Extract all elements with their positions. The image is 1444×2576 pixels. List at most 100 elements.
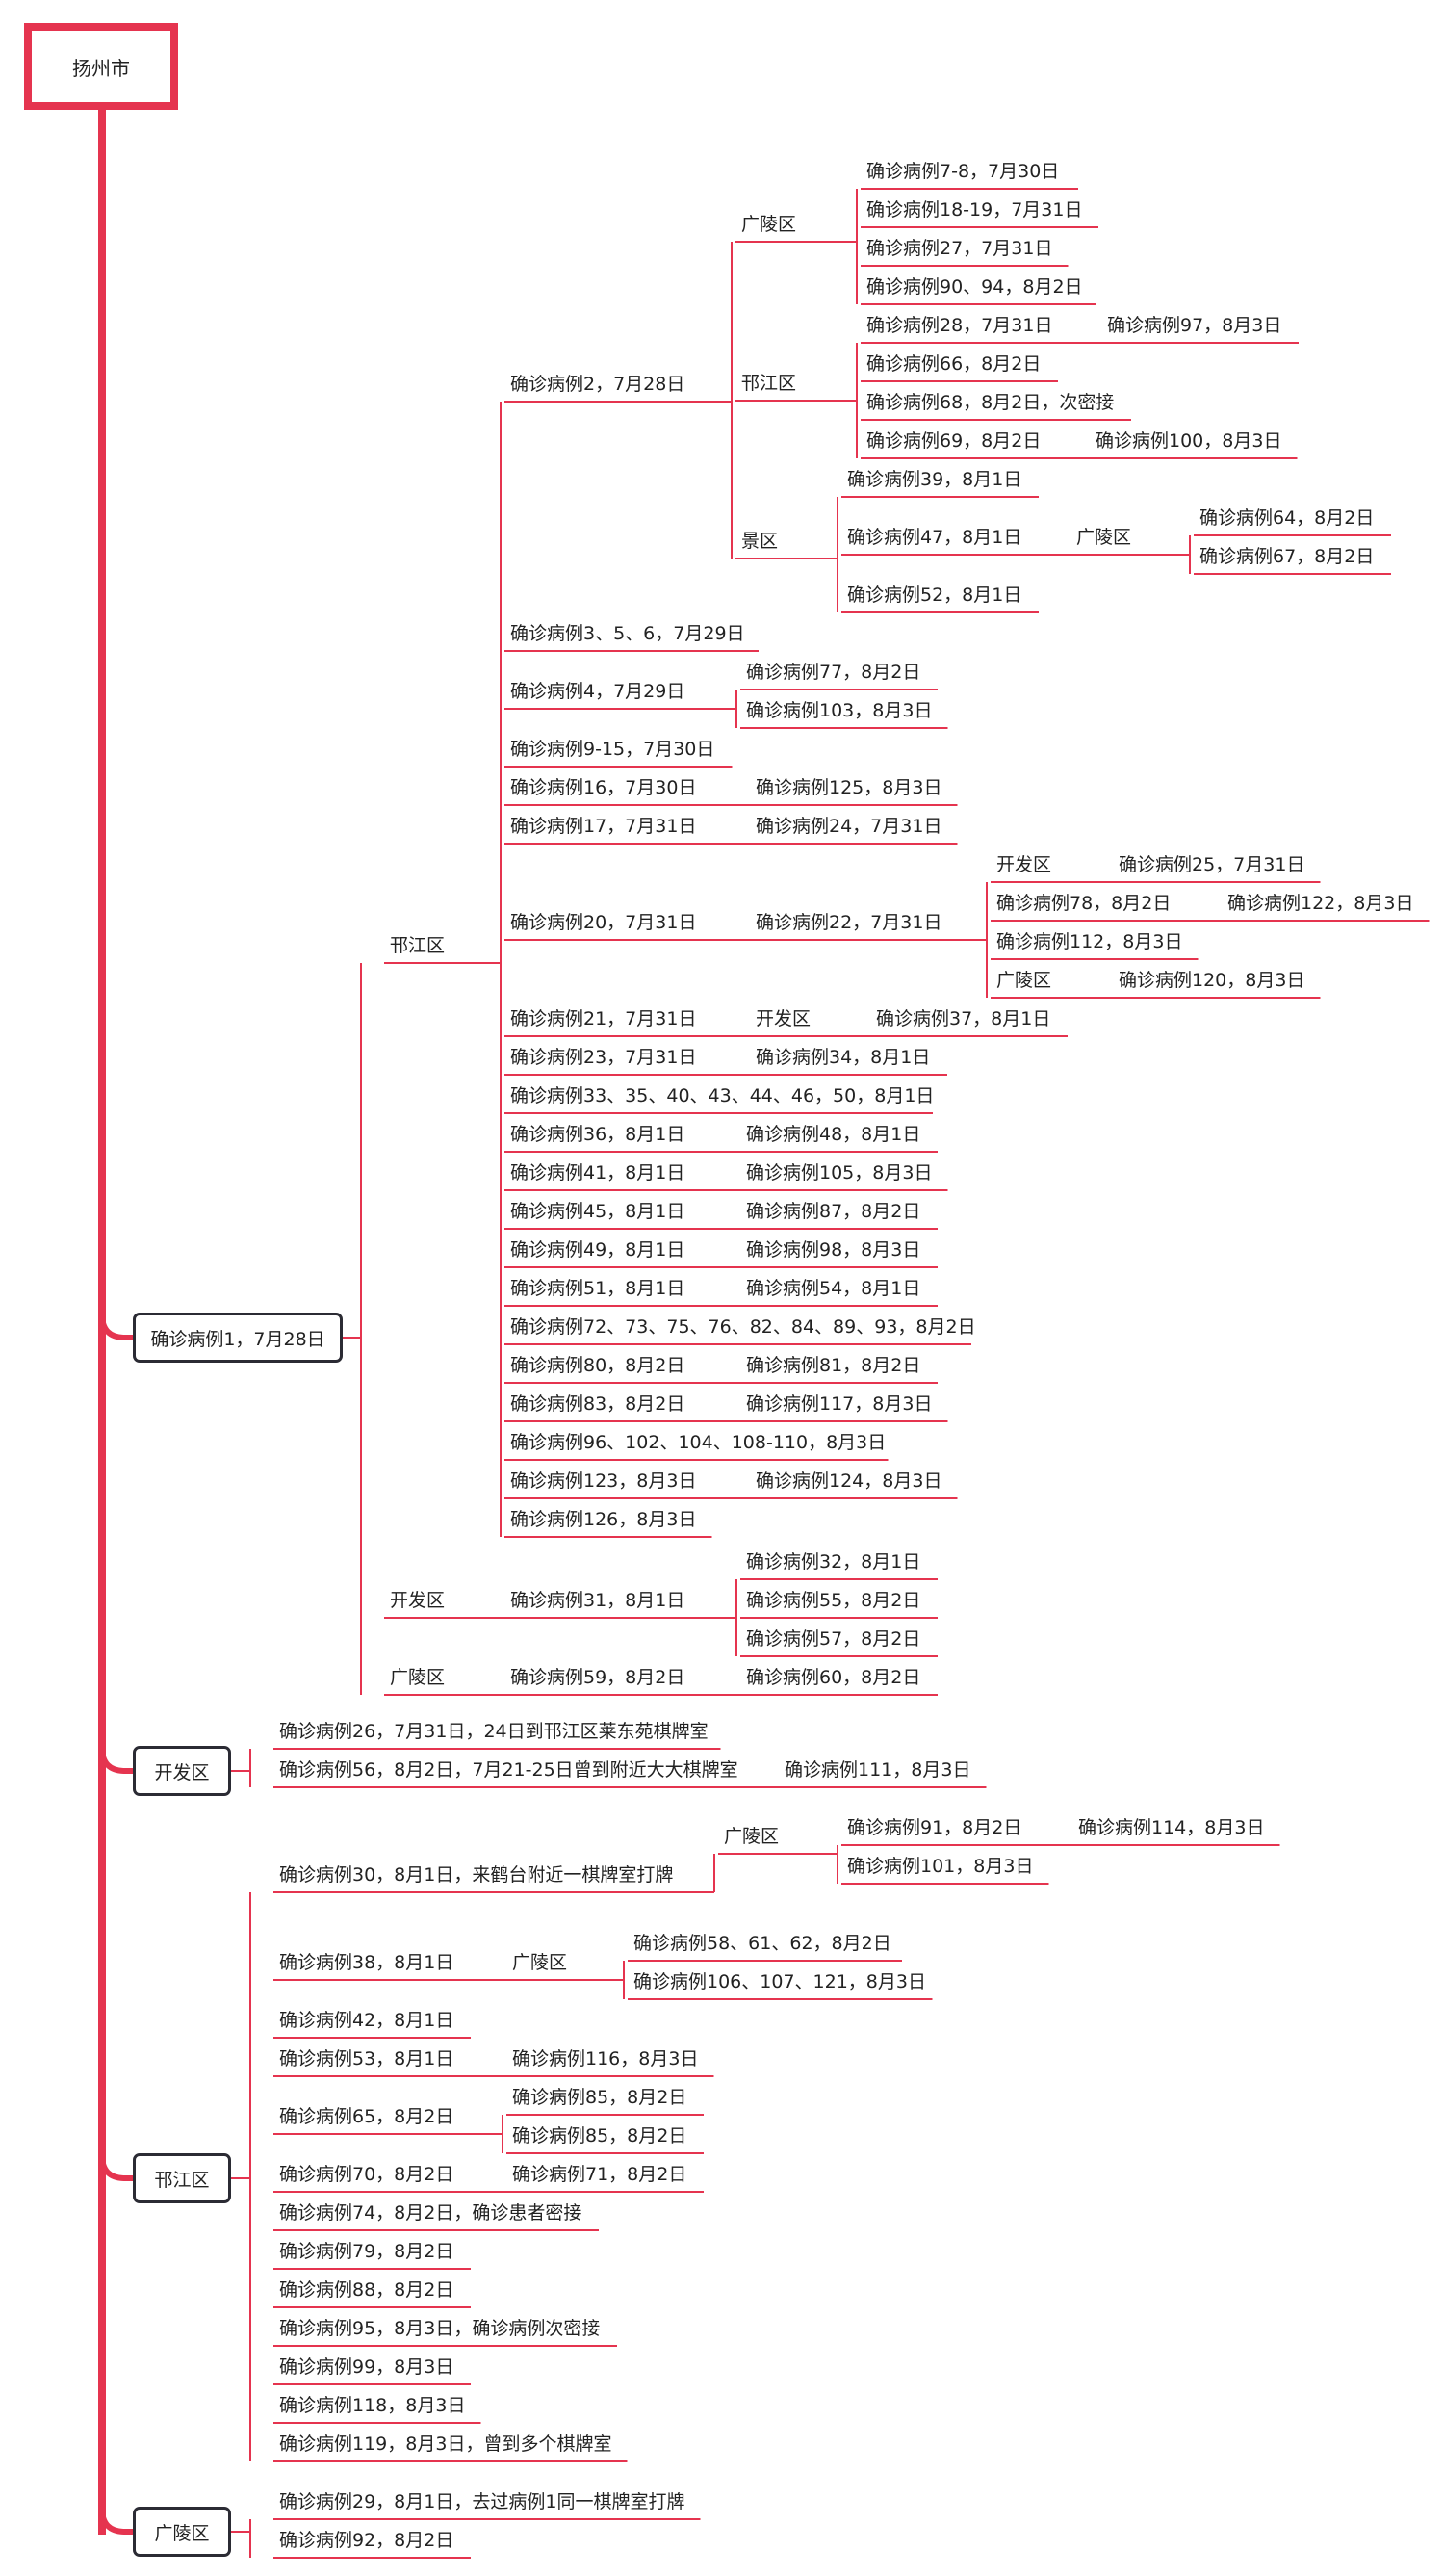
node-label-0-0-0-1-3[interactable]: 确诊病例69，8月2日 [866, 430, 1042, 452]
node-label-2-5-0[interactable]: 确诊病例71，8月2日 [512, 2164, 687, 2185]
node-label-0-0-6-0-2[interactable]: 确诊病例112，8月3日 [996, 931, 1183, 952]
node-label-0-0-6-0-0[interactable]: 开发区 [996, 854, 1052, 875]
node-label-0-0-0-2[interactable]: 景区 [741, 531, 779, 552]
node-label-0-0-0[interactable]: 确诊病例2，7月28日 [510, 374, 685, 395]
node-label-0-0-17-0[interactable]: 确诊病例117，8月3日 [746, 1393, 933, 1415]
node-label-0-0-2-1[interactable]: 确诊病例103，8月3日 [746, 700, 933, 721]
node-label-2-6[interactable]: 确诊病例74，8月2日，确诊患者密接 [279, 2202, 582, 2224]
node-label-0-0-12[interactable]: 确诊病例45，8月1日 [510, 1201, 685, 1222]
node-label-0-0-0-1-2[interactable]: 确诊病例68，8月2日，次密接 [866, 392, 1115, 413]
node-label-0-0-16-0[interactable]: 确诊病例81，8月2日 [746, 1355, 921, 1376]
node-label-2-0-0-1[interactable]: 确诊病例101，8月3日 [847, 1856, 1034, 1877]
node-label-0-0-2-0[interactable]: 确诊病例77，8月2日 [746, 662, 921, 683]
node-label-0-0-6-0-1[interactable]: 确诊病例78，8月2日 [996, 893, 1172, 914]
node-label-0-0-6-0-3[interactable]: 广陵区 [996, 970, 1052, 991]
node-label-0-0-16[interactable]: 确诊病例80，8月2日 [510, 1355, 685, 1376]
node-label-0-0-0-2-2[interactable]: 确诊病例52，8月1日 [847, 585, 1022, 606]
node-label-2-3-0[interactable]: 确诊病例116，8月3日 [512, 2048, 699, 2069]
node-label-0-0-4[interactable]: 确诊病例16，7月30日 [510, 777, 697, 798]
node-label-0-0-0-1[interactable]: 邗江区 [741, 373, 797, 394]
node-label-0-0-7[interactable]: 确诊病例21，7月31日 [510, 1008, 697, 1029]
node-label-0-0-0-2-1-0[interactable]: 广陵区 [1076, 527, 1132, 548]
node-label-0-0-19[interactable]: 确诊病例123，8月3日 [510, 1470, 697, 1492]
node-label-0-1[interactable]: 开发区 [390, 1590, 446, 1611]
node-label-3-0[interactable]: 确诊病例29，8月1日，去过病例1同一棋牌室打牌 [279, 2491, 685, 2512]
node-label-0-0-1[interactable]: 确诊病例3、5、6，7月29日 [510, 623, 745, 644]
node-label-2-8[interactable]: 确诊病例88，8月2日 [279, 2279, 454, 2301]
node-label-2-4[interactable]: 确诊病例65，8月2日 [279, 2106, 454, 2127]
node-label-0-0-17[interactable]: 确诊病例83，8月2日 [510, 1393, 685, 1415]
node-label-0-0-7-0-0[interactable]: 确诊病例37，8月1日 [876, 1008, 1051, 1029]
node-label-2-5[interactable]: 确诊病例70，8月2日 [279, 2164, 454, 2185]
node-label-0-0-5-0[interactable]: 确诊病例24，7月31日 [756, 816, 942, 837]
node-label-0-0-10-0[interactable]: 确诊病例48，8月1日 [746, 1124, 921, 1145]
node-label-2-3[interactable]: 确诊病例53，8月1日 [279, 2048, 454, 2069]
node-label-0-0-6[interactable]: 确诊病例20，7月31日 [510, 912, 697, 933]
node-label-2-10[interactable]: 确诊病例99，8月3日 [279, 2356, 454, 2378]
node-label-0-0-13-0[interactable]: 确诊病例98，8月3日 [746, 1239, 921, 1261]
district-node[interactable]: 开发区 [133, 1746, 231, 1796]
node-label-0-0-14[interactable]: 确诊病例51，8月1日 [510, 1278, 685, 1299]
node-label-1-1[interactable]: 确诊病例56，8月2日，7月21-25日曾到附近大大棋牌室 [279, 1759, 738, 1781]
node-label-0-0-0-2-1-0-1[interactable]: 确诊病例67，8月2日 [1199, 546, 1375, 567]
node-label-0-2-0-0[interactable]: 确诊病例60，8月2日 [746, 1667, 921, 1688]
node-label-0-0-2[interactable]: 确诊病例4，7月29日 [510, 681, 685, 702]
node-label-2-0-0-0-0[interactable]: 确诊病例114，8月3日 [1078, 1817, 1265, 1838]
node-label-2-0-0[interactable]: 广陵区 [724, 1826, 780, 1847]
node-label-0-0-7-0[interactable]: 开发区 [756, 1008, 812, 1029]
node-label-2-4-0[interactable]: 确诊病例85，8月2日 [512, 2087, 687, 2108]
node-label-2-11[interactable]: 确诊病例118，8月3日 [279, 2395, 466, 2416]
node-label-0-0-0-2-1-0-0[interactable]: 确诊病例64，8月2日 [1199, 507, 1375, 529]
node-label-0-0-3[interactable]: 确诊病例9-15，7月30日 [510, 739, 715, 760]
node-label-2-7[interactable]: 确诊病例79，8月2日 [279, 2241, 454, 2262]
node-label-0-0-5[interactable]: 确诊病例17，7月31日 [510, 816, 697, 837]
node-label-0-0-9[interactable]: 确诊病例33、35、40、43、44、46，50，8月1日 [510, 1085, 935, 1106]
district-node[interactable]: 确诊病例1，7月28日 [133, 1313, 343, 1363]
node-label-0-0-18[interactable]: 确诊病例96、102、104、108-110，8月3日 [510, 1432, 887, 1453]
node-label-2-0-0-0[interactable]: 确诊病例91，8月2日 [847, 1817, 1022, 1838]
node-label-0-0-6-0-0-0[interactable]: 确诊病例25，7月31日 [1119, 854, 1305, 875]
node-label-0-0-0-2-0[interactable]: 确诊病例39，8月1日 [847, 469, 1022, 490]
node-label-0-0[interactable]: 邗江区 [390, 935, 446, 956]
node-label-0-0-20[interactable]: 确诊病例126，8月3日 [510, 1509, 697, 1530]
node-label-0-1-0[interactable]: 确诊病例31，8月1日 [510, 1590, 685, 1611]
node-label-0-0-0-1-0[interactable]: 确诊病例28，7月31日 [866, 315, 1053, 336]
node-label-0-0-6-0-1-0[interactable]: 确诊病例122，8月3日 [1227, 893, 1414, 914]
node-label-0-0-19-0[interactable]: 确诊病例124，8月3日 [756, 1470, 942, 1492]
node-label-0-1-0-0[interactable]: 确诊病例32，8月1日 [746, 1551, 921, 1573]
node-label-0-1-0-1[interactable]: 确诊病例55，8月2日 [746, 1590, 921, 1611]
node-label-1-0[interactable]: 确诊病例26，7月31日，24日到邗江区莱东苑棋牌室 [279, 1721, 709, 1742]
node-label-0-2-0[interactable]: 确诊病例59，8月2日 [510, 1667, 685, 1688]
node-label-0-0-12-0[interactable]: 确诊病例87，8月2日 [746, 1201, 921, 1222]
node-label-2-9[interactable]: 确诊病例95，8月3日，确诊病例次密接 [279, 2318, 601, 2339]
node-label-0-0-13[interactable]: 确诊病例49，8月1日 [510, 1239, 685, 1261]
node-label-0-0-11-0[interactable]: 确诊病例105，8月3日 [746, 1162, 933, 1184]
node-label-0-0-0-0-0[interactable]: 确诊病例7-8，7月30日 [866, 161, 1060, 182]
district-node[interactable]: 广陵区 [133, 2507, 231, 2557]
node-label-0-0-0-0-3[interactable]: 确诊病例90、94，8月2日 [866, 276, 1083, 298]
node-label-0-0-0-0-1[interactable]: 确诊病例18-19，7月31日 [866, 199, 1083, 221]
node-label-0-0-0-0-2[interactable]: 确诊病例27，7月31日 [866, 238, 1053, 259]
node-label-0-0-11[interactable]: 确诊病例41，8月1日 [510, 1162, 685, 1184]
node-label-2-0[interactable]: 确诊病例30，8月1日，来鹤台附近一棋牌室打牌 [279, 1864, 674, 1886]
node-label-2-4-1[interactable]: 确诊病例85，8月2日 [512, 2125, 687, 2147]
node-label-0-0-6-0-3-0[interactable]: 确诊病例120，8月3日 [1119, 970, 1305, 991]
district-node[interactable]: 邗江区 [133, 2153, 231, 2203]
node-label-1-1-0[interactable]: 确诊病例111，8月3日 [785, 1759, 971, 1781]
node-label-0-1-0-2[interactable]: 确诊病例57，8月2日 [746, 1628, 921, 1650]
node-label-0-0-14-0[interactable]: 确诊病例54，8月1日 [746, 1278, 921, 1299]
node-label-2-1[interactable]: 确诊病例38，8月1日 [279, 1952, 454, 1973]
node-label-3-1[interactable]: 确诊病例92，8月2日 [279, 2530, 454, 2551]
node-label-2-1-0-0[interactable]: 确诊病例58、61、62，8月2日 [633, 1933, 891, 1954]
node-label-2-1-0[interactable]: 广陵区 [512, 1952, 568, 1973]
node-label-2-12[interactable]: 确诊病例119，8月3日，曾到多个棋牌室 [279, 2433, 612, 2455]
node-label-2-1-0-1[interactable]: 确诊病例106、107、121，8月3日 [633, 1971, 926, 1992]
node-label-0-0-8-0[interactable]: 确诊病例34，8月1日 [756, 1047, 931, 1068]
node-label-0-0-8[interactable]: 确诊病例23，7月31日 [510, 1047, 697, 1068]
node-label-0-0-6-0[interactable]: 确诊病例22，7月31日 [756, 912, 942, 933]
node-label-0-0-0-1-1[interactable]: 确诊病例66，8月2日 [866, 353, 1042, 375]
node-label-0-0-15[interactable]: 确诊病例72、73、75、76、82、84、89、93，8月2日 [510, 1316, 976, 1338]
root-node-yangzhou[interactable]: 扬州市 [24, 23, 178, 110]
node-label-0-0-0-2-1[interactable]: 确诊病例47，8月1日 [847, 527, 1022, 548]
node-label-0-2[interactable]: 广陵区 [390, 1667, 446, 1688]
